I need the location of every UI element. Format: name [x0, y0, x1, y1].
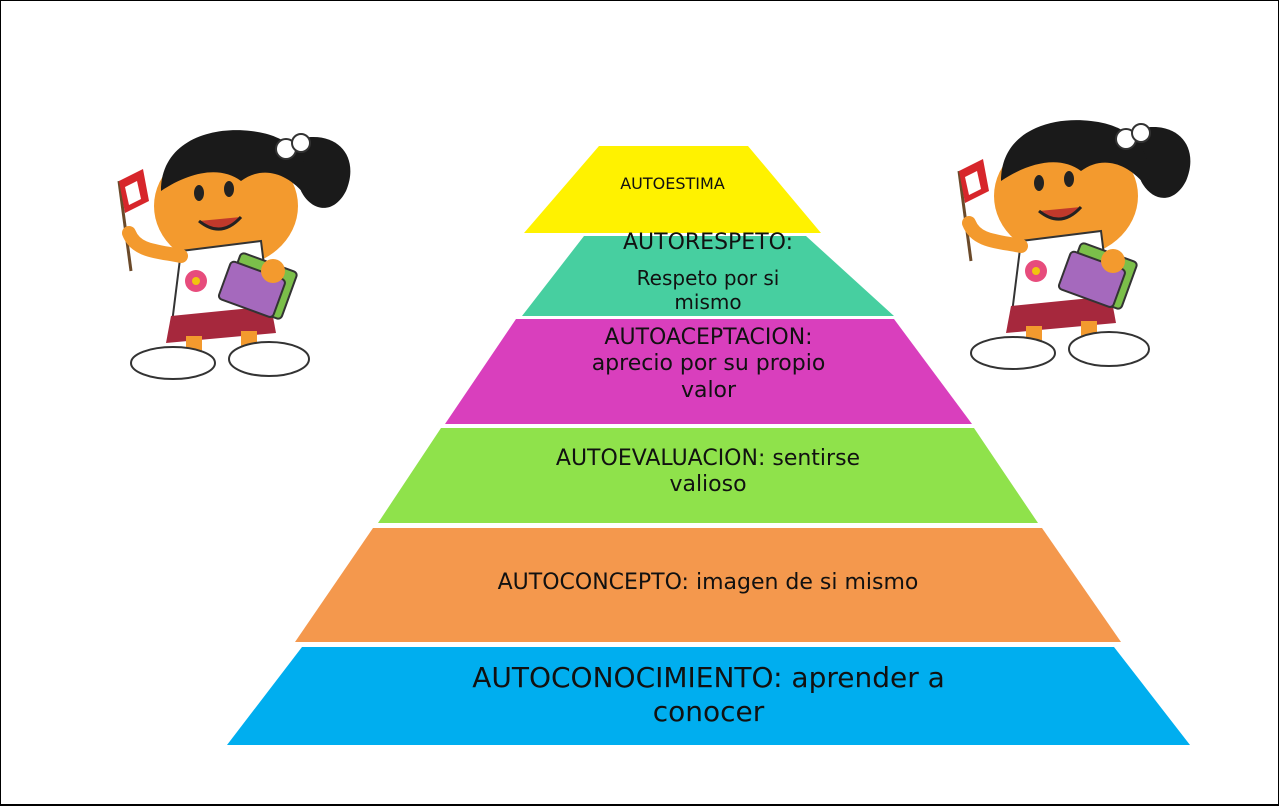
- girl-illustration-right: [957, 120, 1191, 370]
- pyramid-trapezoid: [522, 236, 894, 316]
- pyramid-level-shape: [522, 236, 894, 316]
- pyramid-level-autoaceptacion: AUTOACEPTACION: aprecio por su propio va…: [445, 319, 972, 424]
- level-label-line: mismo: [674, 290, 742, 315]
- level-label-line: AUTORESPETO:: [622, 230, 793, 255]
- level-label: AUTORESPETO: Respeto por si mismo: [522, 230, 894, 314]
- level-label: AUTOEVALUACION: sentirse valioso: [378, 446, 1038, 499]
- girl-figure: [117, 130, 351, 380]
- pyramid-level-shape: [227, 647, 1190, 745]
- level-label-line: Respeto por si: [636, 266, 780, 291]
- pyramid-level-shape: [524, 146, 821, 233]
- level-label: AUTOCONCEPTO: imagen de si mismo: [295, 570, 1121, 596]
- level-label-line: aprecio por su propio: [591, 351, 826, 377]
- level-label: AUTOESTIMA: [524, 174, 821, 193]
- pyramid-level-autorespeto: AUTORESPETO: Respeto por si mismo: [522, 230, 894, 316]
- pyramid-level-autoevaluacion: AUTOEVALUACION: sentirse valioso: [378, 428, 1038, 523]
- pyramid-level-shape: [445, 319, 972, 424]
- pyramid-trapezoid: [227, 647, 1190, 745]
- level-label-line: AUTOESTIMA: [620, 174, 725, 193]
- level-label: AUTOACEPTACION: aprecio por su propio va…: [445, 325, 972, 404]
- level-label-line: AUTOACEPTACION:: [604, 325, 813, 350]
- level-label-line: AUTOCONCEPTO: imagen de si mismo: [497, 570, 919, 595]
- pyramid-level-shape: [378, 428, 1038, 523]
- pyramid-level-autoestima: AUTOESTIMA: [524, 146, 821, 233]
- pyramid-trapezoid: [445, 319, 972, 424]
- pyramid-level-autoconcepto: AUTOCONCEPTO: imagen de si mismo: [295, 528, 1121, 642]
- level-label-line: conocer: [652, 694, 765, 728]
- level-label-line: AUTOCONOCIMIENTO: aprender a: [472, 661, 945, 694]
- pyramid-trapezoid: [524, 146, 821, 233]
- level-label-line: valioso: [669, 472, 747, 498]
- pyramid-level-autoconocimiento: AUTOCONOCIMIENTO: aprender a conocer: [227, 647, 1190, 745]
- girl-illustration-left: [117, 130, 351, 380]
- level-label: AUTOCONOCIMIENTO: aprender a conocer: [227, 661, 1190, 728]
- pyramid-trapezoid: [378, 428, 1038, 523]
- level-label-line: AUTOEVALUACION: sentirse: [555, 446, 861, 471]
- pyramid-trapezoid: [295, 528, 1121, 642]
- level-label-line: valor: [680, 377, 737, 403]
- girl-figure: [957, 120, 1191, 370]
- pyramid-level-shape: [295, 528, 1121, 642]
